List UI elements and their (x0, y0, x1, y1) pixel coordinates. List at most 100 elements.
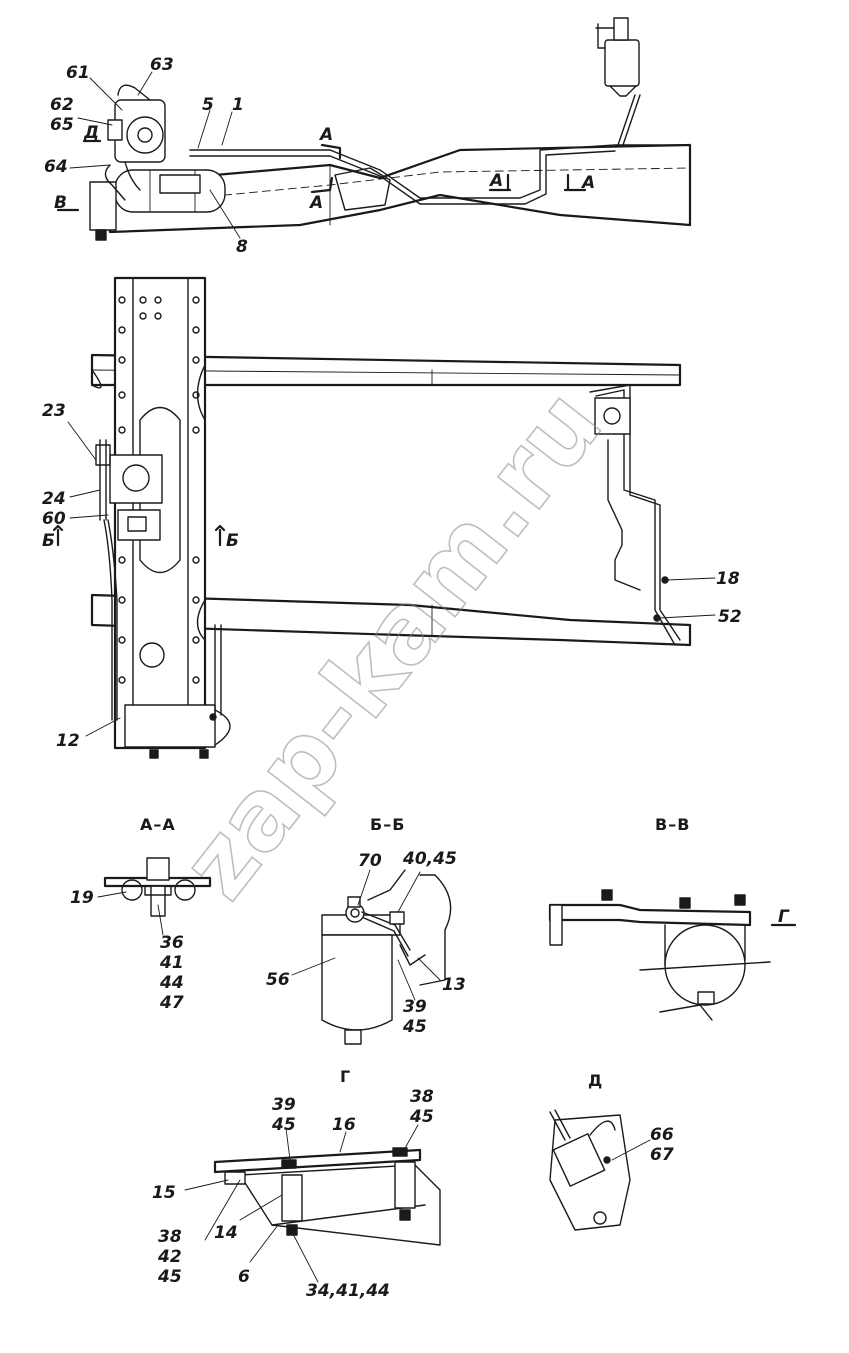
callout-40-45: 40,45 (402, 849, 457, 869)
section-title-d: Д (588, 1071, 603, 1090)
valve-side-fitting (107, 119, 123, 141)
callout-24: 24 (42, 489, 66, 509)
rail-gusset-right-lower (196, 599, 206, 641)
clamp-block (159, 174, 201, 194)
callout-70: 70 (358, 851, 382, 871)
valve-hose-loop (117, 84, 151, 101)
callout-38-g3: 38 (158, 1227, 182, 1247)
view-d-drawing (549, 1109, 631, 1231)
section-title-vv: В–В (655, 815, 690, 834)
moisture-separator-bottom (609, 85, 637, 97)
view-mark-b-right: Б (226, 531, 239, 551)
d-bracket (549, 1114, 631, 1231)
view-mark-v: В (54, 193, 67, 213)
vv-drain-valve (697, 991, 715, 1005)
bb-rail-outline (419, 874, 452, 986)
callout-66: 66 (650, 1125, 674, 1145)
bb-hose (367, 869, 406, 901)
d-hose (589, 1120, 616, 1136)
callout-12: 12 (56, 731, 80, 751)
end-tank (89, 181, 117, 231)
valve-right-round (603, 407, 621, 425)
bb-drain (344, 1029, 362, 1045)
fitting-dot (209, 713, 217, 721)
callout-6: 6 (238, 1267, 250, 1287)
d-valve-body (552, 1133, 606, 1187)
drain-plug (95, 229, 107, 241)
callout-63: 63 (150, 55, 174, 75)
section-mark-a-right1 (488, 173, 512, 192)
vv-rail-section (549, 904, 563, 946)
frame-rail-plan (90, 353, 682, 387)
view-mark-labels: А А А А В Д Б Б Г (42, 123, 790, 927)
regulator-plan (117, 509, 161, 541)
d-bolt (593, 1211, 607, 1225)
air-pipe-lower (189, 150, 616, 205)
watermark-text: zap-kam.ru (160, 369, 624, 919)
air-pipe-upper (189, 144, 691, 199)
g-top-bar (213, 1148, 422, 1174)
pipe-right-branch (607, 439, 641, 591)
vv-bracket-plate (548, 903, 752, 927)
aa-pipe-left (121, 879, 143, 901)
pipe-vertical-right (214, 624, 222, 716)
view-mark-b-left: Б (42, 531, 55, 551)
section-mark-b-left (52, 524, 64, 547)
callout-65: 65 (50, 115, 74, 135)
leader-lines (67, 71, 716, 1283)
callout-44: 44 (159, 973, 184, 993)
valve-center (137, 127, 153, 143)
vv-bolt (679, 897, 691, 909)
view-mark-a-bottom: А (308, 193, 323, 213)
cross-member-cutout (139, 406, 181, 574)
g-clamp (224, 1171, 246, 1185)
section-titles: А–А Б–Б В–В Г Д (140, 815, 690, 1090)
d-pipe (549, 1109, 571, 1141)
section-title-bb: Б–Б (370, 815, 405, 834)
fitting-52 (653, 614, 661, 622)
callout-47: 47 (159, 993, 184, 1013)
pipe-to-front (103, 519, 118, 721)
cross-member-hole (139, 642, 165, 668)
section-mark-a-bottom (310, 176, 334, 194)
callout-39-g: 39 (272, 1095, 296, 1115)
callout-36: 36 (160, 933, 184, 953)
pipe-bracket (334, 167, 391, 211)
callout-38-g: 38 (410, 1087, 434, 1107)
bracket-nut (199, 749, 209, 759)
callout-15: 15 (152, 1183, 176, 1203)
aa-plate (103, 876, 212, 888)
callout-5: 5 (202, 95, 214, 115)
callout-67: 67 (650, 1145, 674, 1165)
plan-view (52, 276, 692, 759)
lower-bracket (124, 704, 216, 748)
callout-14: 14 (214, 1223, 238, 1243)
aa-pipe-right (174, 879, 196, 901)
g-strap-right (394, 1161, 416, 1209)
callout-45-g3: 45 (157, 1267, 182, 1287)
callout-56: 56 (266, 970, 290, 990)
callout-41: 41 (159, 953, 184, 973)
aa-bolt-head (146, 857, 170, 881)
regulator-face (127, 516, 147, 532)
view-mark-d: Д (83, 123, 99, 143)
side-view (56, 17, 692, 241)
callout-18: 18 (716, 569, 740, 589)
d-fitting (603, 1156, 611, 1164)
bracket-nut (149, 749, 159, 759)
vv-bolt (601, 889, 613, 901)
unloader-valve-plan (95, 439, 111, 521)
section-bb-drawing (321, 869, 452, 1045)
section-mark-a-right2 (563, 173, 587, 192)
vv-drain-pipe (659, 1004, 713, 1021)
view-mark-a-top: А (318, 125, 333, 145)
bb-filter-bowl (321, 934, 393, 1031)
g-strap-left (281, 1174, 303, 1222)
section-vv-drawing (548, 889, 797, 1021)
callout-labels: 61 63 62 65 64 5 1 8 23 24 60 12 18 52 1… (42, 55, 742, 1301)
section-aa-drawing (103, 857, 212, 917)
section-title-g: Г (340, 1067, 351, 1086)
callout-61: 61 (66, 63, 90, 83)
